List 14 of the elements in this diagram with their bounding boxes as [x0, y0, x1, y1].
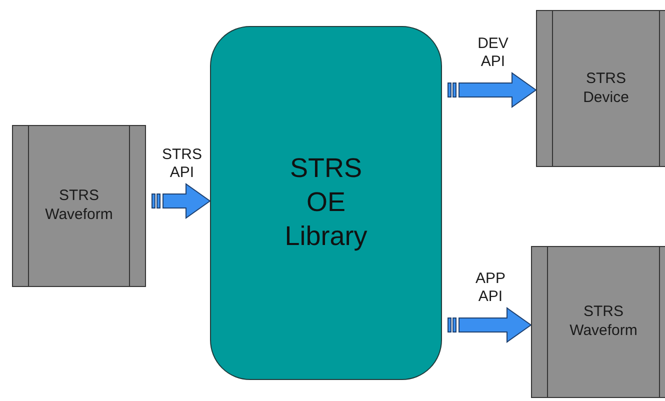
- block-label: STRS OE Library: [284, 152, 368, 253]
- block-label: STRS Waveform: [568, 303, 638, 341]
- block-label: STRS Device: [582, 70, 630, 108]
- edge-label: APP API: [474, 270, 506, 306]
- module-block: [531, 246, 665, 398]
- module-block: [536, 10, 665, 167]
- block-arrow: [448, 307, 532, 343]
- edge-label: DEV API: [476, 35, 510, 71]
- block-arrow: [448, 72, 537, 108]
- module-block: [12, 125, 146, 287]
- block-arrow: [152, 183, 211, 219]
- edge-label: STRS API: [160, 146, 203, 182]
- block-label: STRS Waveform: [44, 187, 114, 225]
- library-block: [210, 26, 442, 380]
